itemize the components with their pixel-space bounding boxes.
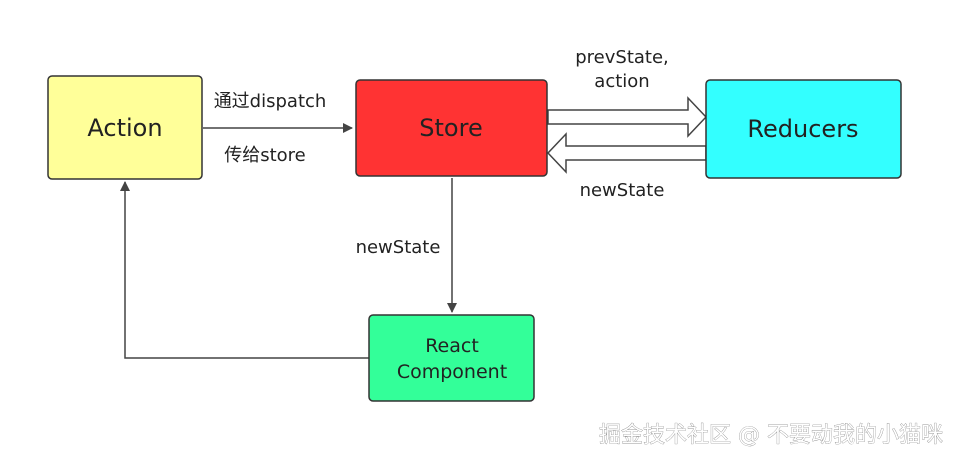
- store-to-reducers-label-line1: prevState,: [575, 47, 669, 68]
- reducers-to-store-label: newState: [580, 180, 665, 201]
- block-arrow-store-to-reducers: [547, 96, 708, 138]
- watermark: 掘金技术社区 @ 不要动我的小猫咪: [599, 423, 943, 448]
- action-to-store-label-top: 通过dispatch: [214, 91, 327, 112]
- action-node[interactable]: Action: [47, 75, 203, 180]
- react-component-label-line1: React: [425, 335, 479, 357]
- block-arrow-reducers-to-store: [546, 132, 707, 174]
- store-node[interactable]: Store: [355, 79, 548, 177]
- react-component-label-line2: Component: [397, 361, 507, 383]
- store-to-component-label: newState: [356, 237, 441, 258]
- reducers-node[interactable]: Reducers: [705, 79, 902, 179]
- store-node-label: Store: [419, 114, 482, 142]
- action-node-label: Action: [87, 114, 162, 142]
- react-component-node[interactable]: React Component: [368, 314, 535, 402]
- edge-component-to-action: [120, 181, 369, 359]
- reducers-node-label: Reducers: [747, 115, 858, 143]
- store-to-reducers-label-line2: action: [594, 71, 649, 92]
- action-to-store-label-bottom: 传给store: [224, 145, 306, 166]
